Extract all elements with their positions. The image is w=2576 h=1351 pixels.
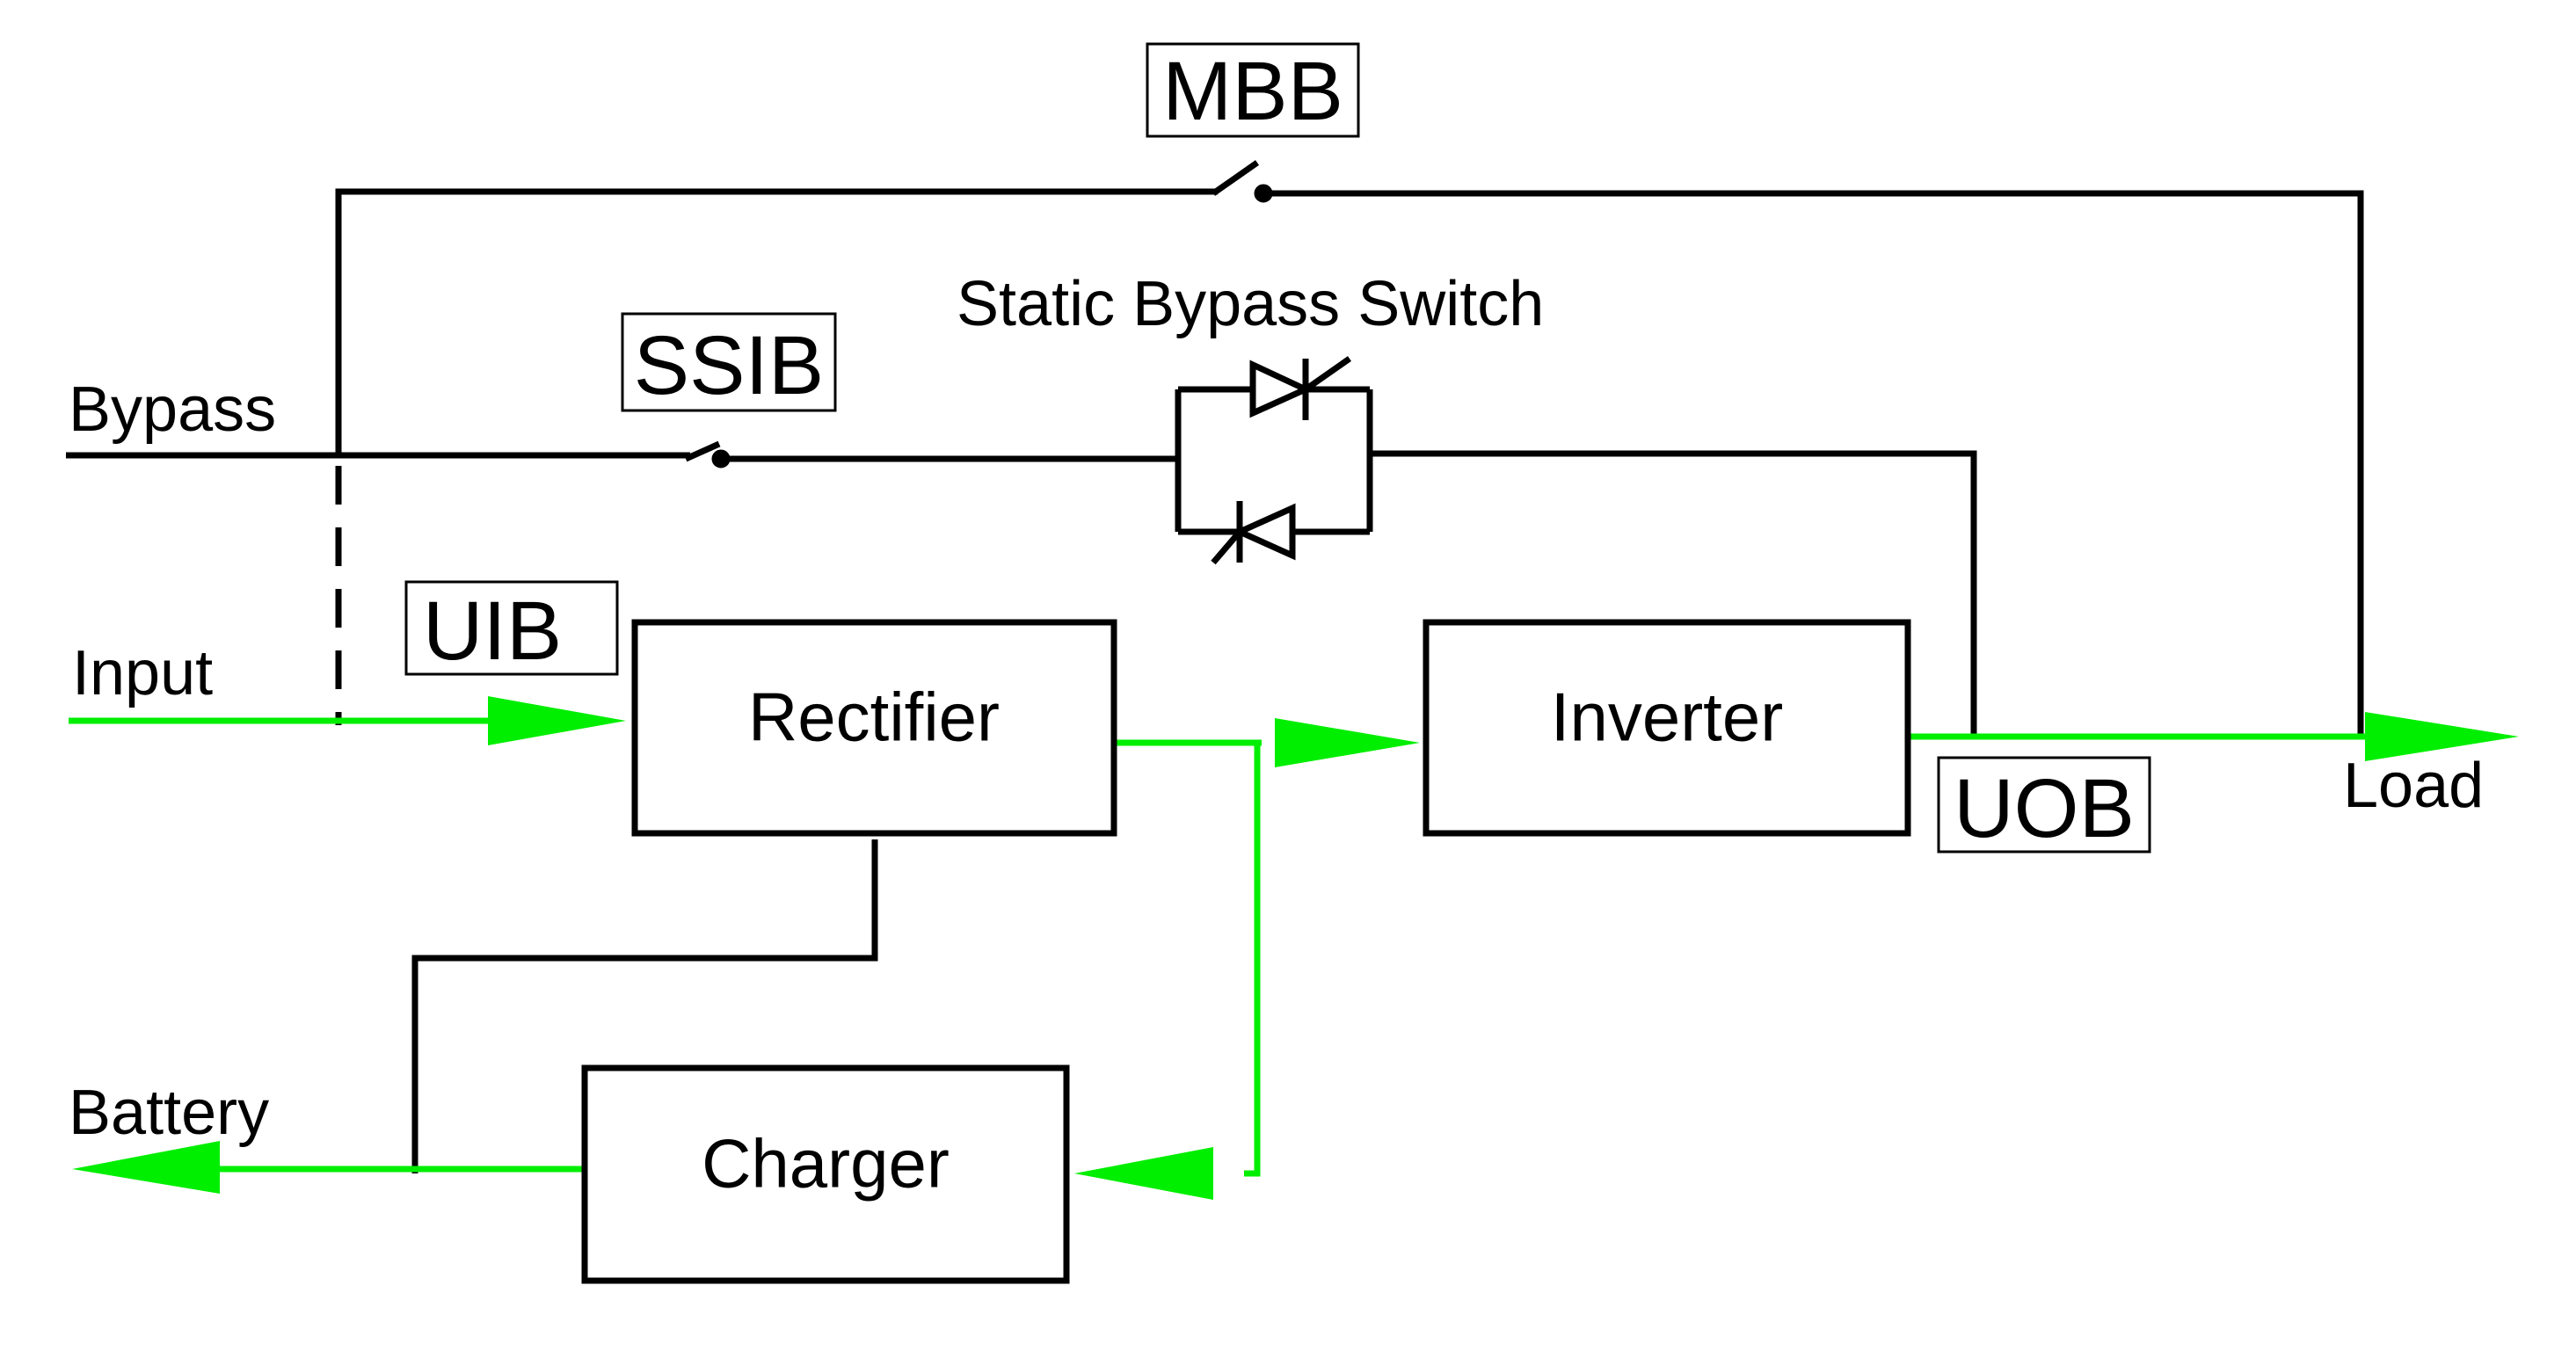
svg-text:UOB: UOB <box>1954 762 2135 855</box>
static-bypass-switch-label: Static Bypass Switch <box>957 269 1544 339</box>
battery-label: Battery <box>69 1078 269 1148</box>
inverter-label: Inverter <box>1551 679 1783 756</box>
maintenance-bypass-line-right <box>1262 190 2364 737</box>
power-flow <box>69 717 2365 1177</box>
input-arrow <box>488 696 626 745</box>
svg-text:MBB: MBB <box>1162 45 1343 138</box>
uib-breaker-label: UIB <box>404 580 619 678</box>
load-label: Load <box>2343 751 2484 821</box>
rectifier-battery-line <box>411 839 878 1173</box>
svg-text:SSIB: SSIB <box>634 319 825 412</box>
charger-block: Charger <box>581 1064 1070 1284</box>
ssib-breaker-label: SSIB <box>621 312 837 412</box>
svg-text:UIB: UIB <box>423 585 562 678</box>
bypass-label: Bypass <box>69 374 276 445</box>
dc-bus-charger-flow-line <box>1244 743 1261 1177</box>
flow-arrows <box>72 696 2519 1200</box>
maintenance-bypass-line-left <box>335 188 1218 455</box>
mbb-switch-icon <box>1211 160 1273 203</box>
battery-arrow <box>72 1141 220 1194</box>
rectifier-label: Rectifier <box>748 679 1000 756</box>
inverter-block: Inverter <box>1423 619 1911 837</box>
bypass-wiring <box>66 188 2364 1173</box>
ssib-switch-icon <box>684 440 731 468</box>
uob-breaker-label: UOB <box>1937 756 2151 855</box>
rectifier-block: Rectifier <box>631 619 1117 837</box>
static-bypass-switch-icon <box>1175 356 1373 565</box>
to-charger-arrow <box>1074 1147 1213 1200</box>
charger-label: Charger <box>702 1125 950 1202</box>
rectifier-to-inverter-arrow <box>1275 718 1420 767</box>
mbb-breaker-label: MBB <box>1146 42 1360 138</box>
input-label: Input <box>72 638 213 708</box>
load-arrow <box>2365 712 2519 761</box>
static-switch-output-line <box>1370 450 1977 737</box>
